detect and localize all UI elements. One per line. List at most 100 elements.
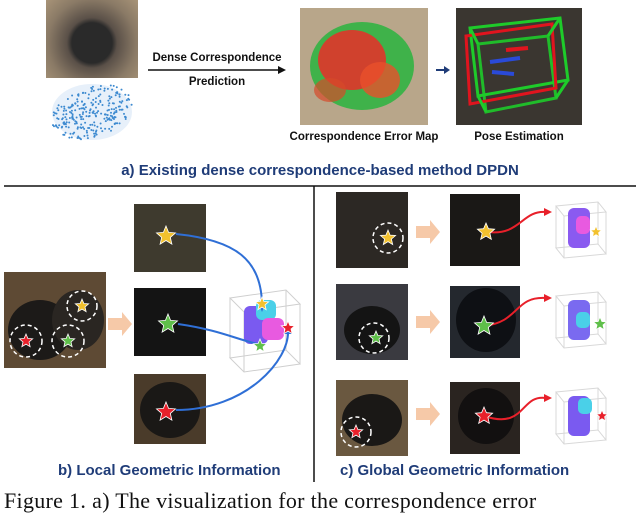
point-cloud-dot [94,101,97,103]
point-cloud-dot [107,104,110,107]
point-cloud-dot [80,138,82,141]
point-cloud-dot [118,95,121,98]
point-cloud-dot [90,90,93,93]
point-cloud-dot [97,95,100,98]
point-cloud-dot [114,94,117,97]
point-cloud-dot [81,100,83,103]
point-cloud-dot [85,110,88,113]
point-cloud-dot [78,113,81,116]
point-cloud-dot [63,133,66,136]
point-cloud-dot [109,84,112,87]
point-cloud-dot [71,117,74,120]
point-cloud-dot [103,117,106,120]
point-cloud-dot [85,129,88,132]
local-selection-ring-green [51,324,85,358]
point-cloud-dot [126,106,129,109]
point-cloud-dot [108,102,111,105]
point-cloud-dot [63,107,66,110]
point-cloud-dot [123,112,125,115]
caption-c: c) Global Geometric Information [340,462,570,479]
point-cloud-dot [68,117,71,119]
point-cloud-dot [65,118,68,121]
point-cloud-dot [63,121,66,124]
point-cloud-dot [96,111,98,114]
local-link-green [177,323,259,345]
point-cloud-dot [113,111,116,114]
point-cloud-dot [106,114,109,116]
point-cloud-dot [115,109,118,112]
point-cloud-dot [83,127,86,130]
local-link-yellow [175,233,263,307]
point-cloud-dot [66,98,69,100]
point-cloud-dot [87,97,90,100]
point-cloud-dot [95,106,97,109]
point-cloud-dot [80,115,82,118]
point-cloud-dot [113,108,116,111]
point-cloud-dot [99,88,102,91]
star-yellow [589,224,603,238]
star-yellow [74,297,90,313]
point-cloud-dot [97,110,100,113]
point-cloud-dot [69,111,71,113]
point-cloud-dot [92,110,95,113]
star-yellow [476,221,496,241]
point-cloud-dot [117,105,120,108]
point-cloud-dot [61,117,64,120]
point-cloud-dot [95,97,97,100]
point-cloud-dot [76,100,79,103]
point-cloud-dot [75,116,78,119]
point-cloud-dot [58,124,61,127]
point-cloud-dot [93,121,96,124]
point-cloud-dot [72,132,75,135]
point-cloud-dot [94,112,96,115]
point-cloud-dot [76,137,79,139]
point-cloud-dot [95,129,98,132]
point-cloud-dot [108,97,111,100]
point-cloud-dot [97,88,100,91]
point-cloud-dot [70,136,73,139]
point-cloud-dot [54,124,57,127]
point-cloud-dot [63,105,66,108]
point-cloud-dot [56,107,59,110]
point-cloud-dot [111,115,114,118]
point-cloud-dot [124,115,127,118]
point-cloud-dot [107,99,110,102]
star-red [155,400,177,421]
point-cloud-dot [110,108,113,111]
figure-caption-prefix: Figure 1. [4,488,87,513]
point-cloud-dot [118,93,121,96]
point-cloud-dot [82,111,85,114]
point-cloud-dot [65,121,68,124]
point-cloud-dot [92,89,95,92]
point-cloud-dot [120,88,123,91]
local-selection-ring-red [9,324,43,358]
point-cloud-dot [57,126,59,129]
point-cloud-dot [83,135,86,137]
star-markers [18,221,609,439]
point-cloud-dot [124,93,127,96]
point-cloud-dot [82,126,84,129]
point-cloud-dot [93,124,96,127]
local-arrow [108,312,132,336]
point-cloud-dot [115,91,118,94]
point-cloud-dot [74,120,77,123]
point-cloud-dot [110,96,113,99]
point-cloud-dot [100,127,102,130]
point-cloud-dot [64,131,67,134]
point-cloud-dot [65,113,68,116]
point-cloud-dot [65,125,68,128]
point-cloud-dot [82,118,85,121]
point-cloud-dot [83,108,86,111]
point-cloud-dot [89,108,92,111]
point-cloud-dot [74,102,77,105]
point-cloud-dot [111,125,113,128]
point-cloud-dot [86,134,89,137]
point-cloud-dot [57,109,60,112]
pose-box [464,16,570,114]
point-cloud-dot [80,107,83,110]
pose-estimation-label: Pose Estimation [474,131,564,143]
point-cloud-dot [71,103,74,106]
star-green [592,315,608,331]
point-cloud-dot [68,121,71,124]
